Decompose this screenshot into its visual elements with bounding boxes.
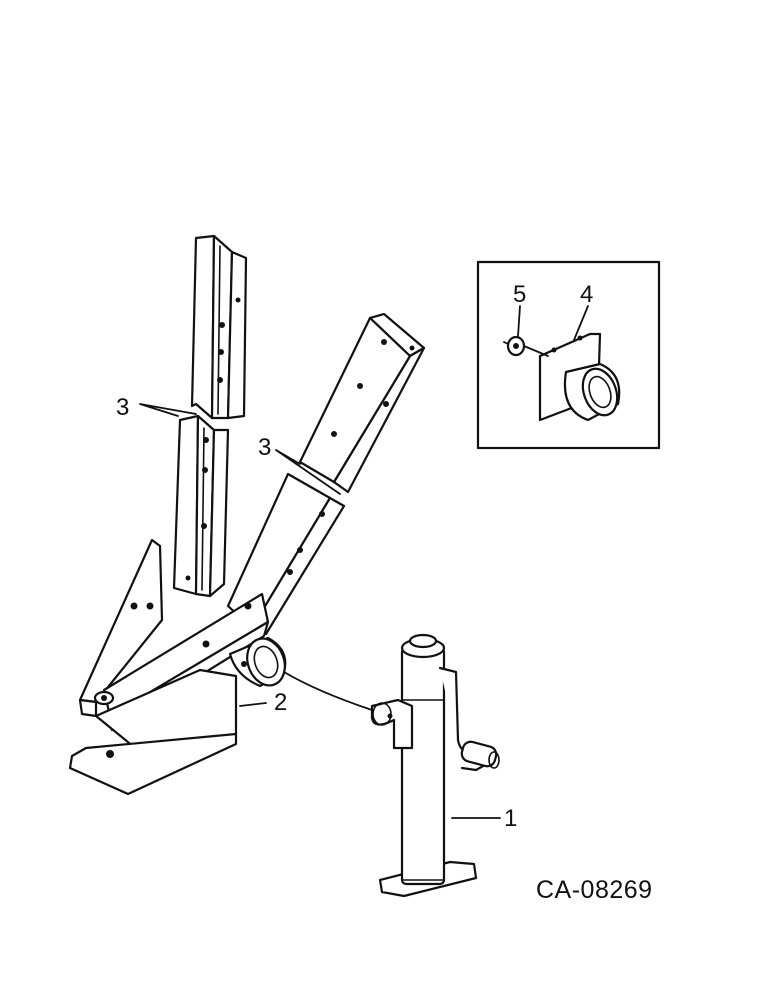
callout-jack: 1: [504, 805, 517, 832]
connector-line: [283, 671, 373, 711]
jack: [370, 633, 500, 898]
callout-rail-right: 3: [258, 434, 271, 461]
left-rail-lower: [172, 414, 230, 598]
inset-detail: [476, 260, 661, 450]
right-rail-upper: [298, 312, 426, 494]
left-rail-upper: [190, 234, 248, 420]
callout-inset-mount-plate: 4: [580, 281, 593, 308]
callout-leaders: [139, 403, 501, 819]
drawing-id: CA-08269: [536, 876, 653, 904]
callout-rail-left: 3: [116, 394, 129, 421]
callout-mount-bracket: 2: [274, 689, 287, 716]
callout-inset-washer: 5: [513, 281, 526, 308]
mount-bracket: [68, 538, 287, 796]
